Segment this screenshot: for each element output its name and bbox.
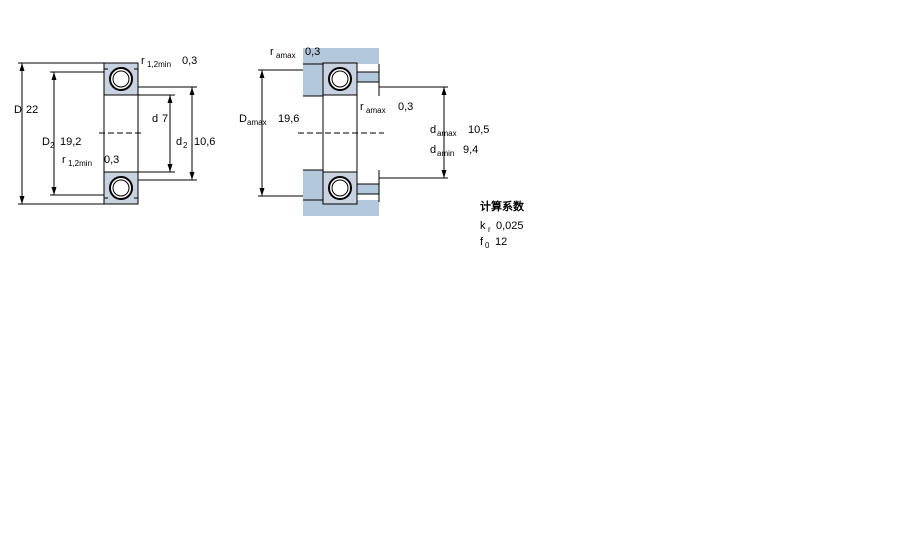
svg-text:r: r — [62, 154, 66, 166]
svg-text:d: d — [430, 124, 436, 136]
svg-text:0,3: 0,3 — [104, 154, 119, 166]
svg-text:1,2min: 1,2min — [68, 159, 92, 168]
label-da-min: d amin 9,4 — [430, 144, 478, 158]
factor-f0: f 0 12 — [480, 236, 507, 250]
mounting-section — [298, 62, 384, 205]
label-D: D 22 — [14, 104, 38, 116]
svg-text:0,025: 0,025 — [496, 220, 524, 232]
svg-text:D: D — [42, 136, 50, 148]
label-r12-top: r 1,2min 0,3 — [141, 55, 197, 69]
label-da-max: d amax 10,5 — [430, 124, 489, 138]
right-arrowheads — [259, 70, 447, 196]
label-D2: D 2 19,2 — [42, 136, 81, 150]
svg-text:d: d — [430, 144, 436, 156]
svg-text:12: 12 — [495, 236, 507, 248]
svg-text:d: d — [176, 136, 182, 148]
svg-text:amax: amax — [366, 106, 386, 115]
svg-text:1,2min: 1,2min — [147, 60, 171, 69]
svg-text:10,6: 10,6 — [194, 136, 215, 148]
svg-text:d: d — [152, 113, 158, 125]
left-dimension-lines — [18, 62, 197, 205]
factors-title: 计算系数 — [480, 199, 525, 213]
label-ra-top: r amax 0,3 — [270, 46, 320, 60]
svg-text:0,3: 0,3 — [182, 55, 197, 67]
svg-text:r: r — [270, 46, 274, 58]
svg-text:r: r — [360, 101, 364, 113]
svg-text:0,3: 0,3 — [398, 101, 413, 113]
bearing-section — [99, 62, 143, 205]
label-d: d 7 — [152, 113, 168, 125]
svg-text:r: r — [141, 55, 145, 67]
svg-text:r: r — [488, 225, 491, 234]
svg-text:19,6: 19,6 — [278, 113, 299, 125]
svg-text:f: f — [480, 236, 484, 248]
svg-text:2: 2 — [183, 141, 188, 150]
label-d2: d 2 10,6 — [176, 136, 215, 150]
label-Da-max: D amax 19,6 — [239, 113, 299, 127]
svg-text:0: 0 — [485, 241, 490, 250]
housing-section — [303, 48, 379, 216]
svg-text:D: D — [239, 113, 247, 125]
label-ra-mid: r amax 0,3 — [360, 101, 413, 115]
factor-kr: k r 0,025 — [480, 220, 524, 234]
svg-text:10,5: 10,5 — [468, 124, 489, 136]
svg-text:amax: amax — [276, 51, 296, 60]
svg-text:19,2: 19,2 — [60, 136, 81, 148]
svg-text:amin: amin — [437, 149, 454, 158]
svg-text:9,4: 9,4 — [463, 144, 478, 156]
label-r12-bottom: r 1,2min 0,3 — [62, 154, 119, 168]
left-arrowheads — [19, 63, 195, 204]
svg-text:2: 2 — [50, 141, 55, 150]
svg-text:D: D — [14, 104, 22, 116]
svg-text:k: k — [480, 220, 486, 232]
svg-text:0,3: 0,3 — [305, 46, 320, 58]
svg-text:7: 7 — [162, 113, 168, 125]
svg-text:22: 22 — [26, 104, 38, 116]
calculation-factors: 计算系数 k r 0,025 f 0 12 — [480, 199, 525, 250]
svg-text:amax: amax — [247, 118, 267, 127]
svg-text:amax: amax — [437, 129, 457, 138]
right-dimension-lines — [258, 69, 448, 197]
